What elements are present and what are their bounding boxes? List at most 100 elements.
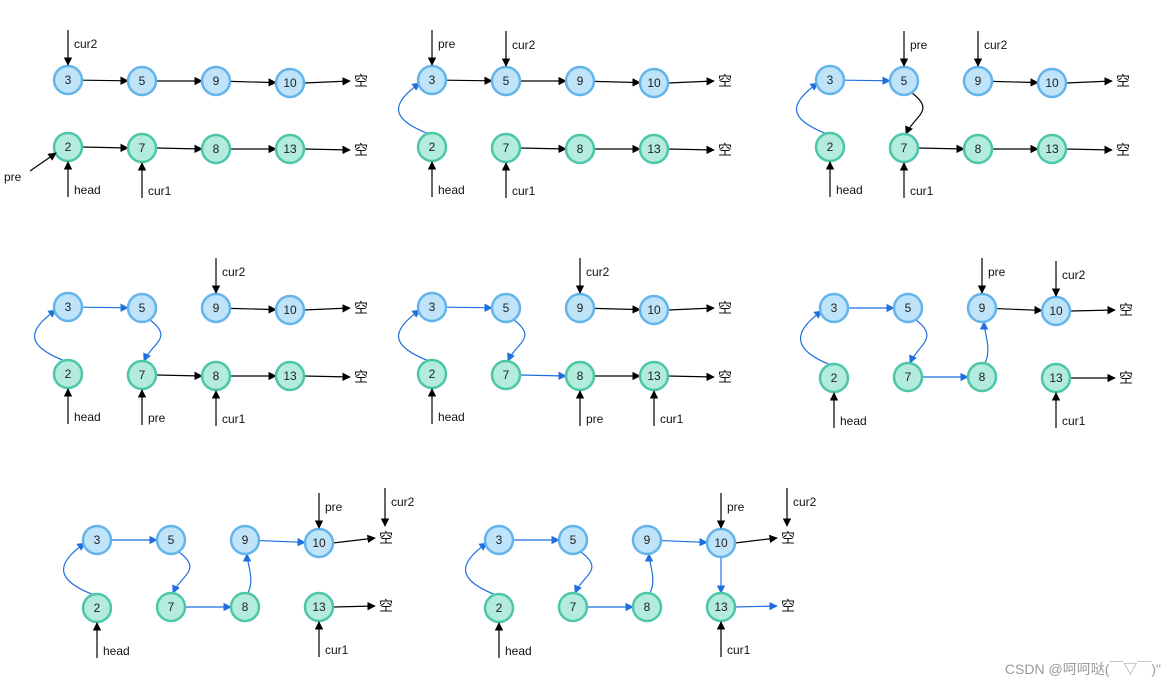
- node-value: 7: [905, 370, 912, 384]
- edge-n7-n8: [519, 144, 567, 154]
- node-value: 7: [503, 141, 510, 155]
- node-8: 8: [966, 361, 998, 393]
- edge-n10-null_a: [1069, 305, 1116, 315]
- node-value: 10: [283, 303, 297, 317]
- pointer-head: head: [92, 622, 130, 658]
- pointer-label: pre: [4, 170, 22, 184]
- pointer-pre: pre: [137, 389, 166, 425]
- edge-n13-null_b: [303, 372, 351, 382]
- edge-n13-null_b: [667, 145, 715, 155]
- node-value: 3: [65, 73, 72, 87]
- node-10: 10: [638, 294, 670, 326]
- edge-n2-n3: [398, 309, 430, 362]
- node-5: 5: [888, 65, 920, 97]
- node-value: 9: [979, 301, 986, 315]
- node-10: 10: [705, 527, 737, 559]
- node-2: 2: [416, 358, 448, 390]
- node-7: 7: [155, 591, 187, 623]
- edge-n5-n7: [143, 319, 162, 362]
- node-13: 13: [1036, 133, 1068, 165]
- node-circle: [638, 133, 670, 165]
- node-3: 3: [416, 291, 448, 323]
- node-circle: [416, 291, 448, 323]
- node-13: 13: [638, 133, 670, 165]
- node-5: 5: [490, 65, 522, 97]
- node-circle: [490, 292, 522, 324]
- node-circle: [483, 524, 515, 556]
- edge-n9-n10: [593, 305, 641, 314]
- pointer-cur2: cur2: [501, 31, 536, 67]
- pointer-label: pre: [586, 412, 604, 426]
- pointer-label: cur2: [222, 265, 246, 279]
- node-circle: [818, 362, 850, 394]
- node-circle: [564, 292, 596, 324]
- watermark: CSDN @呵呵哒(￣▽￣)": [1004, 661, 1161, 677]
- node-8: 8: [229, 591, 261, 623]
- node-3: 3: [814, 64, 846, 96]
- pointer-cur1: cur1: [716, 621, 751, 657]
- node-9: 9: [200, 65, 232, 97]
- node-8: 8: [564, 133, 596, 165]
- node-5: 5: [126, 292, 158, 324]
- node-9: 9: [564, 292, 596, 324]
- node-circle: [818, 292, 850, 324]
- node-2: 2: [818, 362, 850, 394]
- node-circle: [416, 131, 448, 163]
- node-value: 2: [429, 367, 436, 381]
- edge-n7-n8: [917, 144, 965, 154]
- null-label: 空: [718, 143, 732, 159]
- edge-n9-n10: [229, 305, 277, 314]
- pointer-label: head: [836, 183, 863, 197]
- node-8: 8: [962, 133, 994, 165]
- edge-n9-n10: [995, 305, 1043, 315]
- node-circle: [126, 292, 158, 324]
- null-label: 空: [354, 370, 368, 386]
- edge-n2-n3: [63, 542, 95, 596]
- node-value: 10: [1045, 76, 1059, 90]
- pointer-label: head: [74, 410, 101, 424]
- node-9: 9: [229, 524, 261, 556]
- node-value: 13: [1045, 142, 1059, 156]
- node-8: 8: [200, 133, 232, 165]
- pointer-head: head: [829, 392, 867, 428]
- pointer-head: head: [427, 161, 465, 197]
- node-value: 8: [644, 600, 651, 614]
- node-value: 5: [901, 74, 908, 88]
- pointer-cur2: cur2: [1051, 261, 1086, 297]
- node-circle: [705, 591, 737, 623]
- null-label: 空: [781, 599, 795, 615]
- node-value: 13: [1049, 371, 1063, 385]
- node-8: 8: [200, 360, 232, 392]
- edge-n3-n5: [81, 303, 129, 312]
- pointer-label: cur1: [512, 184, 536, 198]
- null-label: 空: [354, 301, 368, 317]
- pointer-cur2: cur2: [575, 258, 610, 294]
- pointer-head: head: [825, 161, 863, 197]
- node-value: 3: [94, 533, 101, 547]
- node-value: 8: [242, 600, 249, 614]
- null-label: 空: [1119, 371, 1133, 387]
- node-circle: [303, 591, 335, 623]
- node-value: 13: [714, 600, 728, 614]
- node-circle: [557, 524, 589, 556]
- node-10: 10: [1040, 295, 1072, 327]
- node-circle: [52, 131, 84, 163]
- pointer-cur2: cur2: [380, 488, 415, 527]
- node-2: 2: [52, 358, 84, 390]
- node-value: 5: [139, 301, 146, 315]
- node-value: 9: [213, 301, 220, 315]
- node-3: 3: [818, 292, 850, 324]
- node-2: 2: [81, 592, 113, 624]
- edge-n5-n7: [574, 551, 593, 594]
- node-circle: [888, 65, 920, 97]
- node-2: 2: [52, 131, 84, 163]
- edge-n9-n10: [229, 78, 277, 87]
- edge-n2-n3: [465, 542, 497, 596]
- node-value: 3: [429, 73, 436, 87]
- edge-n10-null_a: [1065, 77, 1113, 86]
- node-7: 7: [126, 359, 158, 391]
- edge-n8-n9: [242, 553, 252, 594]
- node-2: 2: [416, 131, 448, 163]
